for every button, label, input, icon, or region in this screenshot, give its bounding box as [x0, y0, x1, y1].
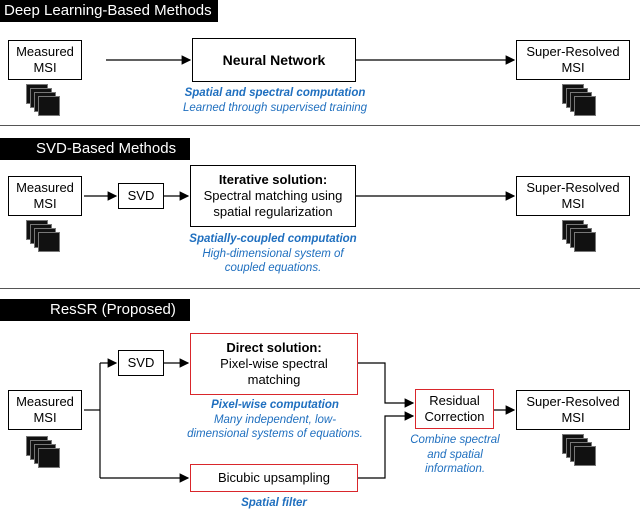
- caption-line-1: Pixel-wise computation: [211, 399, 339, 411]
- bicubic-label: Bicubic upsampling: [217, 470, 330, 485]
- output-image-stack: [562, 84, 598, 118]
- iterative-solution-box: Iterative solution: Spectral matching us…: [190, 165, 356, 227]
- svd-label: SVD: [127, 188, 155, 203]
- caption-line-2: Learned through supervised training: [182, 101, 368, 114]
- divider-1: [0, 125, 640, 126]
- caption-line-1: Spatially-coupled computation: [189, 233, 357, 245]
- caption-line-3: coupled equations.: [224, 262, 322, 274]
- direct-title: Direct solution:: [226, 340, 322, 355]
- section-title-ressr: ResSR (Proposed): [0, 299, 190, 321]
- caption-line-2: Many independent, low-: [213, 413, 337, 426]
- neural-network-box: Neural Network: [192, 38, 356, 82]
- super-resolved-box: Super-Resolved MSI: [516, 390, 630, 430]
- bicubic-upsampling-box: Bicubic upsampling: [190, 464, 358, 492]
- super-resolved-box: Super-Resolved MSI: [516, 40, 630, 80]
- measured-msi-box: Measured MSI: [8, 176, 82, 216]
- residual-correction-box: Residual Correction: [415, 389, 494, 429]
- output-image-stack: [562, 220, 598, 254]
- input-image-stack: [26, 436, 62, 470]
- arrow-bicubic-to-residual: [358, 411, 415, 479]
- caption-line-3: information.: [424, 463, 486, 475]
- input-label: Measured MSI: [16, 44, 74, 75]
- caption-line-1: Combine spectral: [410, 434, 500, 446]
- iterative-title: Iterative solution:: [218, 172, 328, 187]
- caption-line-2: and spatial: [427, 448, 483, 461]
- residual-line-1: Residual: [429, 393, 480, 408]
- input-image-stack: [26, 220, 62, 254]
- direct-line-2: matching: [247, 372, 301, 387]
- direct-solution-box: Direct solution: Pixel-wise spectral mat…: [190, 333, 358, 395]
- svd-box: SVD: [118, 350, 164, 376]
- input-image-stack: [26, 84, 62, 118]
- super-resolved-box: Super-Resolved MSI: [516, 176, 630, 216]
- input-label: Measured MSI: [16, 180, 74, 211]
- core-label: Neural Network: [222, 52, 326, 68]
- direct-line-1: Pixel-wise spectral: [220, 356, 328, 371]
- direct-caption: Pixel-wise computation Many independent,…: [170, 398, 380, 442]
- section-title-deep-learning: Deep Learning-Based Methods: [0, 0, 218, 22]
- residual-caption: Combine spectral and spatial information…: [398, 433, 512, 477]
- measured-msi-box: Measured MSI: [8, 390, 82, 430]
- output-image-stack: [562, 434, 598, 468]
- output-label: Super-Resolved MSI: [526, 394, 620, 425]
- svd-box: SVD: [118, 183, 164, 209]
- input-label: Measured MSI: [16, 394, 74, 425]
- measured-msi-box: Measured MSI: [8, 40, 82, 80]
- bicubic-caption: Spatial filter: [204, 496, 344, 511]
- iterative-line-1: Spectral matching using: [203, 188, 343, 203]
- residual-line-2: Correction: [424, 409, 485, 424]
- section-1-caption: Spatial and spectral computation Learned…: [170, 86, 380, 115]
- arrow-direct-to-residual: [358, 362, 415, 408]
- caption-line-3: dimensional systems of equations.: [187, 428, 363, 440]
- bicubic-caption-text: Spatial filter: [241, 497, 307, 509]
- iterative-line-2: spatial regularization: [213, 204, 333, 219]
- section-title-svd: SVD-Based Methods: [0, 138, 190, 160]
- caption-line-2: High-dimensional system of: [202, 247, 344, 260]
- divider-2: [0, 288, 640, 289]
- caption-line-1: Spatial and spectral computation: [184, 87, 366, 99]
- output-label: Super-Resolved MSI: [526, 180, 620, 211]
- output-label: Super-Resolved MSI: [526, 44, 620, 75]
- section-2-caption: Spatially-coupled computation High-dimen…: [173, 232, 373, 276]
- svd-label: SVD: [127, 355, 155, 370]
